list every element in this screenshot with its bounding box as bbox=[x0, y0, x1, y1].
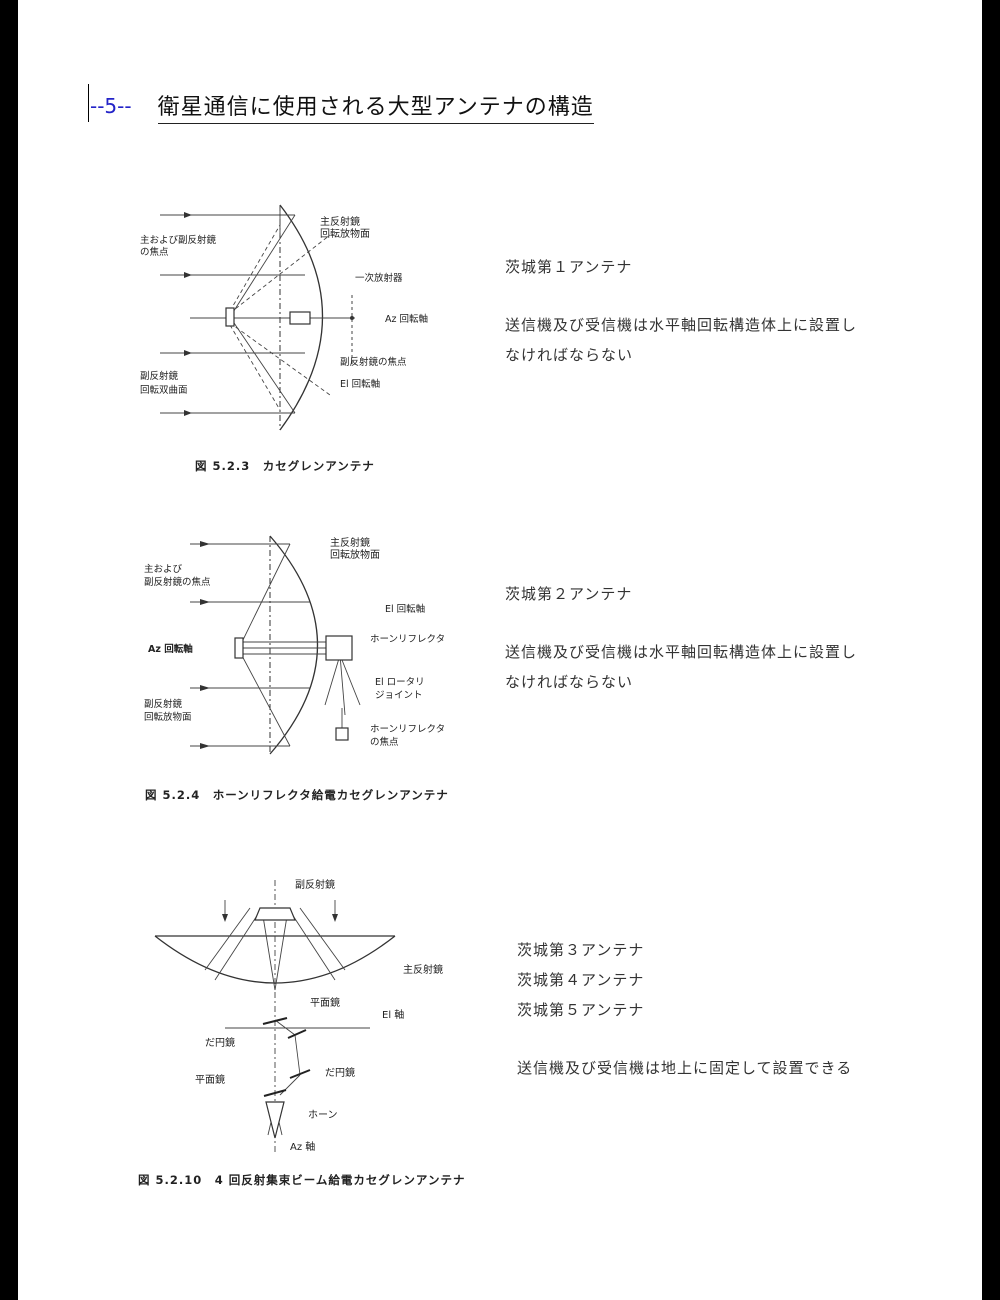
ellipse-mirror-1-label: だ円鏡 bbox=[205, 1036, 235, 1049]
antenna-name: 茨城第５アンテナ bbox=[517, 1001, 645, 1019]
page-heading: --5-- 衛星通信に使用される大型アンテナの構造 bbox=[88, 88, 594, 124]
description-line: なければならない bbox=[505, 673, 634, 691]
sub-reflector-shape-label: 回転双曲面 bbox=[140, 385, 188, 396]
document-page bbox=[18, 0, 982, 1300]
antenna-name: 茨城第１アンテナ bbox=[505, 258, 633, 276]
focus-label-a: 主および副反射鏡 bbox=[140, 234, 217, 246]
az-axis-label: Az 回転軸 bbox=[385, 313, 428, 325]
horn-label: ホーン bbox=[308, 1109, 338, 1121]
beam-waveguide-diagram: 副反射鏡 主反射鏡 平面鏡 El 軸 だ円鏡 だ円鏡 平面鏡 ホーン Az 軸 bbox=[154, 878, 443, 1155]
section-antenna-3-5: 茨城第３アンテナ 茨城第４アンテナ 茨城第５アンテナ 送信機及び受信機は地上に固… bbox=[517, 935, 852, 1083]
az-axis-label: Az 回転軸 bbox=[148, 643, 193, 655]
sub-reflector-label: 副反射鏡 bbox=[144, 698, 183, 710]
sub-focus-label: 副反射鏡の焦点 bbox=[340, 356, 407, 368]
page-title: 衛星通信に使用される大型アンテナの構造 bbox=[157, 89, 594, 124]
main-reflector-shape-label: 回転放物面 bbox=[320, 227, 370, 240]
plane-mirror-2-label: 平面鏡 bbox=[195, 1073, 225, 1086]
figure1-caption: 図 5.2.3 カセグレンアンテナ bbox=[195, 459, 375, 473]
sub-reflector-shape-label: 回転放物面 bbox=[144, 711, 192, 723]
figure-cassegrain: 主反射鏡 回転放物面 主および副反射鏡 の焦点 一次放射器 Az 回転軸 副反射… bbox=[130, 195, 470, 445]
horn-cassegrain-diagram: 主反射鏡 回転放物面 主および 副反射鏡の焦点 El 回転軸 ホーンリフレクタ … bbox=[144, 535, 445, 755]
cassegrain-diagram: 主反射鏡 回転放物面 主および副反射鏡 の焦点 一次放射器 Az 回転軸 副反射… bbox=[140, 204, 428, 431]
focus-label-b: 副反射鏡の焦点 bbox=[144, 576, 211, 588]
main-reflector-label: 主反射鏡 bbox=[320, 215, 360, 228]
figure-horn-cassegrain: 主反射鏡 回転放物面 主および 副反射鏡の焦点 El 回転軸 ホーンリフレクタ … bbox=[130, 530, 480, 760]
plane-mirror-1-label: 平面鏡 bbox=[310, 996, 340, 1009]
description-line: なければならない bbox=[505, 346, 634, 364]
main-reflector-label: 主反射鏡 bbox=[330, 536, 370, 549]
rotary-joint-label-b: ジョイント bbox=[375, 690, 423, 701]
antenna-name: 茨城第２アンテナ bbox=[505, 585, 633, 603]
az-axis-label: Az 軸 bbox=[290, 1140, 315, 1153]
el-axis-label: El 回転軸 bbox=[340, 378, 380, 390]
antenna-name: 茨城第４アンテナ bbox=[517, 971, 645, 989]
sub-reflector-label: 副反射鏡 bbox=[295, 878, 335, 891]
description-line: 送信機及び受信機は地上に固定して設置できる bbox=[517, 1059, 853, 1077]
text-cursor bbox=[88, 84, 89, 122]
main-reflector-shape-label: 回転放物面 bbox=[330, 548, 380, 561]
focus-label-a: 主および bbox=[144, 563, 183, 575]
horn-focus-label-a: ホーンリフレクタ bbox=[370, 724, 445, 735]
figure-beam-waveguide: 副反射鏡 主反射鏡 平面鏡 El 軸 だ円鏡 だ円鏡 平面鏡 ホーン Az 軸 bbox=[150, 870, 470, 1160]
main-reflector-label: 主反射鏡 bbox=[403, 963, 443, 976]
section-antenna-1: 茨城第１アンテナ 送信機及び受信機は水平軸回転構造体上に設置し なければならない bbox=[505, 252, 857, 370]
ellipse-mirror-2-label: だ円鏡 bbox=[325, 1066, 355, 1079]
rotary-joint-label-a: El ロータリ bbox=[375, 677, 425, 688]
sub-reflector-label: 副反射鏡 bbox=[140, 370, 179, 382]
horn-focus-label-b: の焦点 bbox=[370, 736, 399, 748]
el-axis-label: El 回転軸 bbox=[385, 603, 425, 615]
page-number: --5-- bbox=[90, 94, 132, 118]
antenna-name: 茨城第３アンテナ bbox=[517, 941, 645, 959]
figure3-caption: 図 5.2.10 4 回反射集束ビーム給電カセグレンアンテナ bbox=[138, 1173, 466, 1187]
description-line: 送信機及び受信機は水平軸回転構造体上に設置し bbox=[505, 643, 858, 661]
el-axis-label: El 軸 bbox=[382, 1008, 404, 1021]
description-line: 送信機及び受信機は水平軸回転構造体上に設置し bbox=[505, 316, 858, 334]
horn-reflector-label: ホーンリフレクタ bbox=[370, 634, 445, 645]
figure2-caption: 図 5.2.4 ホーンリフレクタ給電カセグレンアンテナ bbox=[145, 788, 449, 802]
section-antenna-2: 茨城第２アンテナ 送信機及び受信機は水平軸回転構造体上に設置し なければならない bbox=[505, 579, 857, 697]
focus-label-b: の焦点 bbox=[140, 246, 169, 258]
primary-radiator-label: 一次放射器 bbox=[355, 272, 403, 284]
